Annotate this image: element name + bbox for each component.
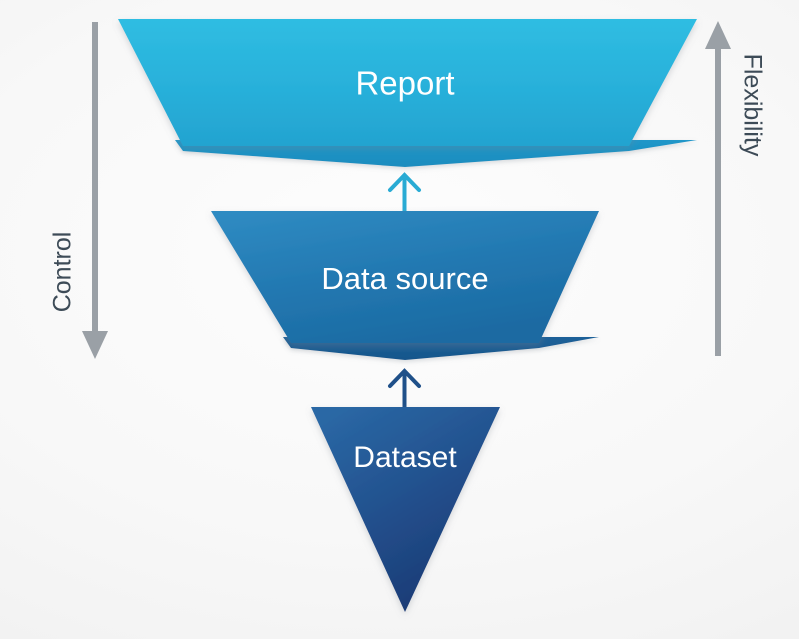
connector-data-source-to-report-arrow-icon [388,172,421,212]
flexibility-axis-label: Flexibility [738,54,766,157]
dataset-label: Dataset [353,441,457,474]
connector-dataset-to-data-source-arrow-icon [388,368,421,407]
control-axis-label: Control [49,232,77,313]
funnel-stage-data-source[interactable]: Data source [211,211,599,360]
dataset-body [311,407,500,612]
funnel-stage-report[interactable]: Report [118,19,697,167]
report-fold [175,140,697,167]
control-arrow-icon [82,22,108,359]
axis-control: Control [49,22,108,359]
data-source-label: Data source [321,261,488,296]
funnel-stage-dataset[interactable]: Dataset [311,407,500,612]
flexibility-arrow-icon [705,21,731,356]
axis-flexibility: Flexibility [705,21,766,356]
data-source-body [211,211,599,343]
report-label: Report [355,65,454,102]
report-body [118,19,697,146]
